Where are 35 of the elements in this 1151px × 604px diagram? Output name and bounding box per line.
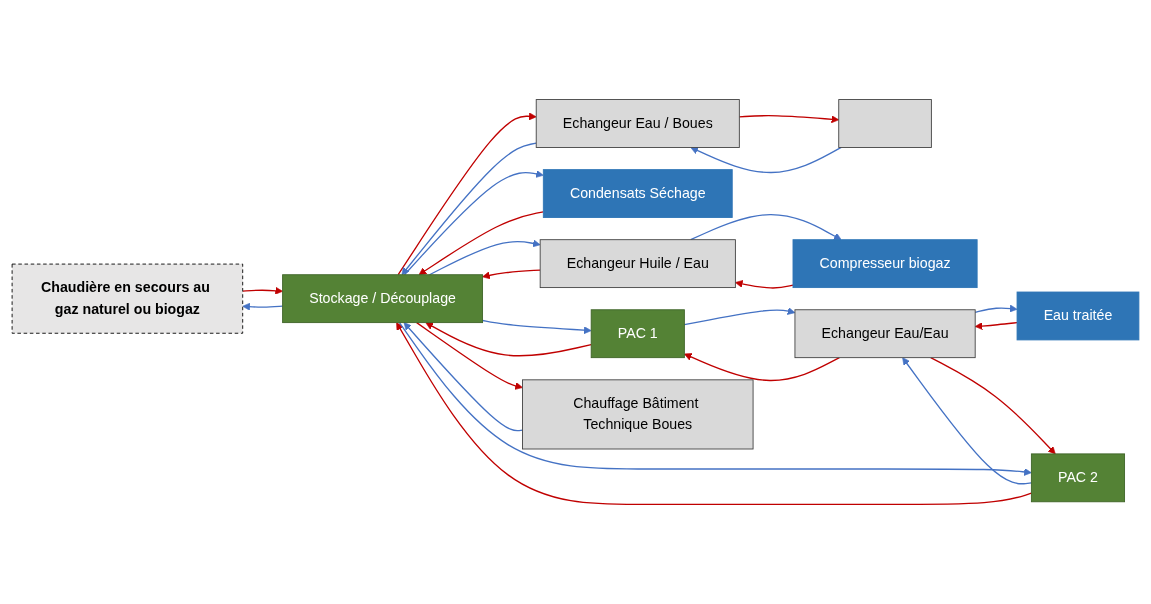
arrow xyxy=(738,115,840,124)
arrow xyxy=(403,170,544,276)
node-box: Compresseur biogaz xyxy=(792,239,978,289)
arrow xyxy=(482,269,541,280)
node-box: Eau traitée xyxy=(1016,291,1140,341)
arrow xyxy=(398,321,1032,476)
arrow xyxy=(403,322,524,432)
arrow xyxy=(397,112,537,276)
arrow xyxy=(683,307,796,326)
node-box xyxy=(838,99,932,148)
arrow xyxy=(902,357,1033,485)
arrow xyxy=(735,280,794,289)
arrow xyxy=(242,302,284,311)
node-box: Stockage / Découplage xyxy=(282,274,483,324)
node-box: Echangeur Huile / Eau xyxy=(539,239,736,289)
arrow xyxy=(690,146,842,174)
arrow xyxy=(690,213,842,241)
node-box: PAC 2 xyxy=(1030,453,1125,503)
node-box: Echangeur Eau / Boues xyxy=(535,99,740,148)
node-box: Chauffage Bâtiment Technique Boues xyxy=(522,379,754,450)
node-box: PAC 1 xyxy=(590,309,685,359)
node-box: Condensats Séchage xyxy=(542,169,733,218)
node-box: Echangeur Eau/Eau xyxy=(794,309,976,359)
arrow xyxy=(425,322,592,357)
arrow xyxy=(416,321,523,390)
arrow xyxy=(418,211,544,276)
arrow xyxy=(974,304,1018,313)
arrow xyxy=(242,286,283,295)
arrow xyxy=(396,322,1033,506)
node-box: Chaudière en secours au gaz naturel ou biogaz xyxy=(11,263,244,334)
arrow xyxy=(684,353,841,382)
arrow xyxy=(930,357,1056,455)
arrow xyxy=(481,319,592,335)
arrow xyxy=(974,322,1018,330)
arrow xyxy=(401,142,537,276)
